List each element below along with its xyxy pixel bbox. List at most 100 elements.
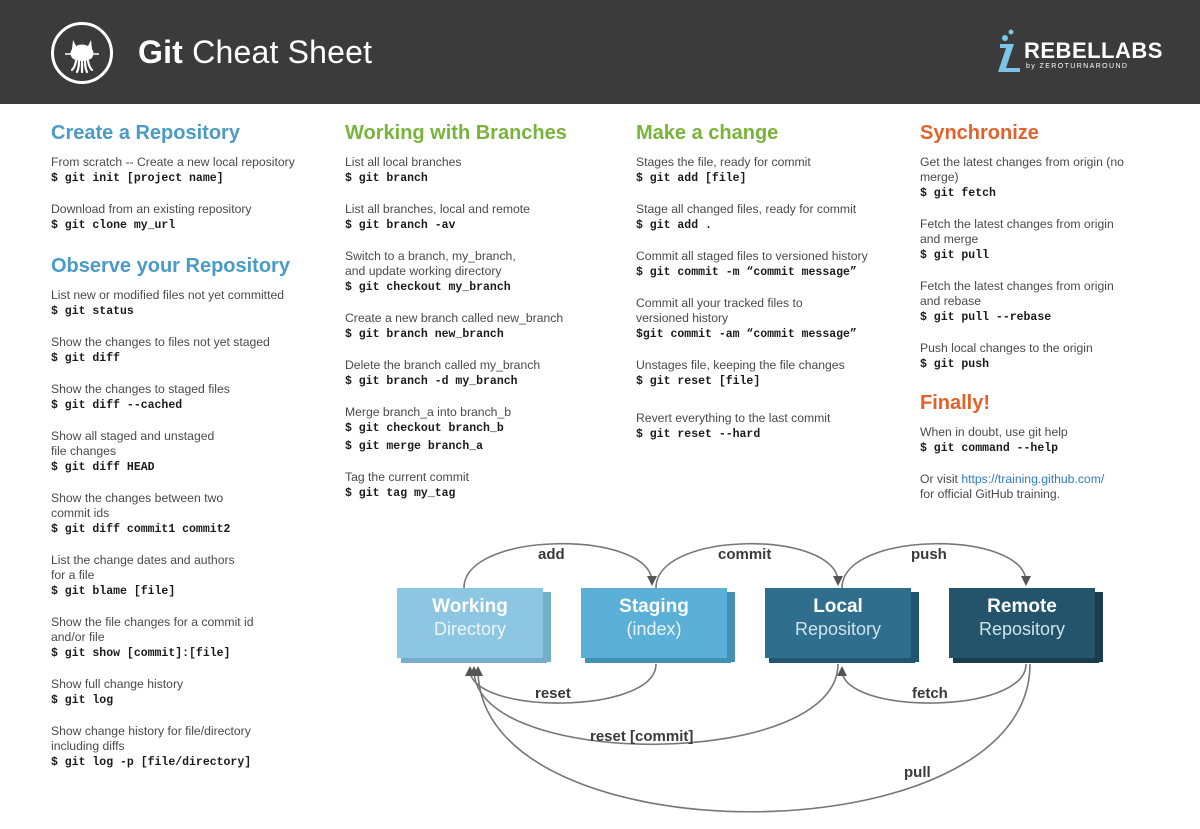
- entry-cmd: $ git add .: [636, 219, 712, 232]
- entry-desc: List all local branches: [345, 155, 462, 169]
- box-subtitle: Repository: [978, 619, 1066, 639]
- entry-desc: Show all staged and unstaged file change…: [51, 429, 215, 458]
- box-title: Staging: [619, 596, 689, 617]
- section-title-create: Create a Repository: [51, 122, 240, 144]
- list-item: Fetch the latest changes from origin and…: [920, 279, 1190, 327]
- list-item: Show the file changes for a commit id an…: [51, 615, 321, 663]
- box-subtitle: (index): [626, 619, 682, 639]
- list-item: List all branches, local and remote $ gi…: [345, 202, 615, 235]
- entry-cmd: $ git diff: [51, 352, 121, 365]
- entry-desc: List new or modified files not yet commi…: [51, 288, 285, 302]
- entry-desc: Merge branch_a into branch_b: [345, 405, 511, 419]
- entry-desc: Push local changes to the origin: [920, 341, 1093, 355]
- entry-desc: Fetch the latest changes from origin and…: [920, 217, 1114, 246]
- column-2: Working with Branches List all local bra…: [345, 122, 615, 517]
- entry-desc: When in doubt, use git help: [920, 425, 1068, 439]
- entry-cmd: $ git merge branch_a: [345, 440, 484, 453]
- entry-cmd: $ git init [project name]: [51, 172, 224, 185]
- box-shadow: [769, 658, 915, 663]
- entry-desc: List all branches, local and remote: [345, 202, 530, 216]
- entry-cmd: $ git branch: [345, 172, 428, 185]
- section-title-make-change: Make a change: [636, 122, 779, 144]
- push-arrow: [841, 542, 1031, 589]
- entry-desc: Unstages file, keeping the file changes: [636, 358, 845, 372]
- entry-desc: Commit all staged files to versioned his…: [636, 249, 868, 263]
- box-title: Remote: [987, 596, 1057, 617]
- fetch-arrow: [837, 663, 1027, 704]
- commit-arrow: [655, 542, 843, 589]
- entry-cmd: $ git add [file]: [636, 172, 747, 185]
- list-item: Show full change history $ git log: [51, 677, 321, 710]
- workflow-arrows: [463, 542, 1031, 813]
- entry-cmd: $ git commit -m “commit message”: [636, 266, 857, 279]
- entry-desc: From scratch -- Create a new local repos…: [51, 155, 295, 169]
- entry-cmd: $ git checkout branch_b: [345, 422, 504, 435]
- box-shadow: [1095, 592, 1103, 662]
- entry-cmd: $ git tag my_tag: [345, 487, 456, 500]
- box-title: Local: [813, 596, 863, 617]
- visit-line: Or visit https://training.github.com/: [920, 472, 1190, 487]
- section-title-branches: Working with Branches: [345, 122, 567, 144]
- entry-cmd: $ git show [commit]:[file]: [51, 647, 231, 660]
- add-arrow: [463, 542, 657, 589]
- entry-desc: Create a new branch called new_branch: [345, 311, 564, 325]
- entry-cmd: $ git log -p [file/directory]: [51, 756, 252, 769]
- list-item: List all local branches $ git branch: [345, 155, 615, 188]
- list-item: Tag the current commit $ git tag my_tag: [345, 470, 615, 503]
- entry-desc: Download from an existing repository: [51, 202, 252, 216]
- local-repository-box: Local Repository: [765, 588, 911, 658]
- entry-cmd: $ git push: [920, 358, 990, 371]
- box-subtitle: Repository: [794, 619, 882, 639]
- entry-cmd: $ git clone my_url: [51, 219, 176, 232]
- remote-repository-box: Remote Repository: [949, 588, 1095, 658]
- list-item: List new or modified files not yet commi…: [51, 288, 321, 321]
- list-item: Show the changes to staged files $ git d…: [51, 382, 321, 415]
- op-label-pull: pull: [904, 764, 931, 781]
- git-workflow-diagram: Working Directory Staging (index) Local …: [380, 530, 1180, 825]
- list-item: Fetch the latest changes from origin and…: [920, 217, 1190, 265]
- list-item: Commit all staged files to versioned his…: [636, 249, 906, 282]
- entry-desc: Stage all changed files, ready for commi…: [636, 202, 857, 216]
- column-4: Synchronize Get the latest changes from …: [920, 122, 1190, 516]
- entry-desc: List the change dates and authors for a …: [51, 553, 235, 582]
- entry-cmd: $ git diff --cached: [51, 399, 183, 412]
- entry-desc: Show the changes to staged files: [51, 382, 230, 396]
- list-item: Commit all your tracked files to version…: [636, 296, 906, 344]
- entry-cmd: $ git diff HEAD: [51, 461, 155, 474]
- training-link[interactable]: https://training.github.com/: [961, 472, 1105, 486]
- entry-desc: Show change history for file/directory i…: [51, 724, 251, 753]
- list-item: Push local changes to the origin $ git p…: [920, 341, 1190, 374]
- entry-cmd: $ git pull --rebase: [920, 311, 1052, 324]
- entry-desc: Show the file changes for a commit id an…: [51, 615, 254, 644]
- reset-commit-arrow: [469, 663, 839, 746]
- entry-cmd: $ git checkout my_branch: [345, 281, 511, 294]
- op-label-commit: commit: [718, 546, 772, 563]
- list-item: Create a new branch called new_branch $ …: [345, 311, 615, 344]
- op-label-add: add: [538, 546, 565, 563]
- column-1: Create a Repository From scratch -- Crea…: [51, 122, 321, 786]
- entry-desc: Stages the file, ready for commit: [636, 155, 811, 169]
- box-shadow: [953, 658, 1099, 663]
- entry-cmd: $ git pull: [920, 249, 990, 262]
- list-item: From scratch -- Create a new local repos…: [51, 155, 321, 188]
- visit-prefix: Or visit: [920, 472, 962, 486]
- title-bold: Git: [138, 34, 184, 70]
- staging-box: Staging (index): [581, 588, 727, 658]
- entry-desc: Revert everything to the last commit: [636, 411, 831, 425]
- brand-subtitle: by ZEROTURNAROUND: [1026, 63, 1129, 70]
- entry-cmd: $ git branch -d my_branch: [345, 375, 518, 388]
- list-item: Show change history for file/directory i…: [51, 724, 321, 772]
- rebellabs-logo: REBELLABS by ZEROTURNAROUND: [996, 28, 1166, 76]
- entry-desc: Fetch the latest changes from origin and…: [920, 279, 1114, 308]
- entry-desc: Commit all your tracked files to version…: [636, 296, 803, 325]
- list-item: When in doubt, use git help $ git comman…: [920, 425, 1190, 458]
- visit-suffix: for official GitHub training.: [920, 487, 1060, 501]
- list-item: List the change dates and authors for a …: [51, 553, 321, 601]
- list-item: Switch to a branch, my_branch, and updat…: [345, 249, 615, 297]
- list-item: Stage all changed files, ready for commi…: [636, 202, 906, 235]
- entry-cmd: $ git reset [file]: [636, 375, 761, 388]
- title-light: Cheat Sheet: [192, 34, 373, 70]
- list-item: Delete the branch called my_branch $ git…: [345, 358, 615, 391]
- entry-cmd: $ git branch -av: [345, 219, 456, 232]
- entry-desc: Show full change history: [51, 677, 184, 691]
